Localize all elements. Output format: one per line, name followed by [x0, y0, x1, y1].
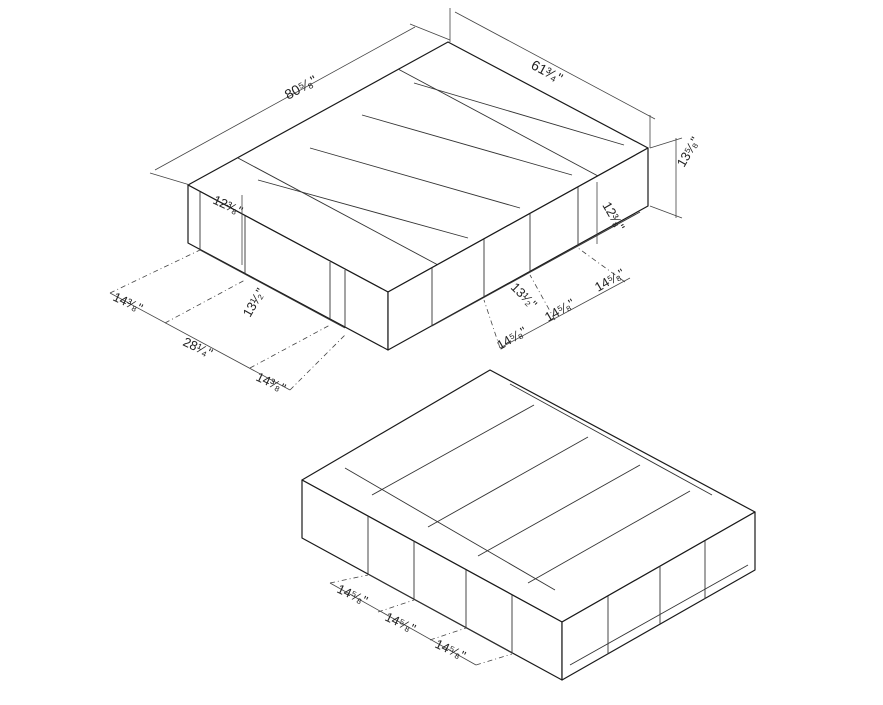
front-opening-3-label: 14⁵⁄₈" [592, 265, 628, 294]
front-opening-2-label: 14⁵⁄₈" [542, 295, 578, 324]
left-dash-2 [164, 279, 246, 324]
left-dash-1 [109, 249, 201, 294]
bottom-foot-strip [509, 383, 713, 496]
bottom-opening-1-label: 14⁵⁄₈" [335, 581, 371, 608]
bottom-dash-3 [429, 627, 467, 641]
right-dash-1 [483, 299, 501, 349]
left-dash-3 [249, 324, 331, 369]
front-opening-1-label: 14⁵⁄₈" [494, 323, 530, 352]
slat-seam-3 [361, 114, 573, 176]
length-dim-line [154, 26, 416, 171]
right-dash-3 [577, 247, 626, 283]
bottom-dash-4 [475, 653, 513, 666]
right-opening-dim [499, 277, 631, 349]
left-end-opening-a-label: 14³⁄₈" [111, 289, 146, 316]
slat-seam-2 [309, 147, 521, 209]
left-end-opening-b-label: 14³⁄₈" [254, 369, 289, 396]
bed-bottom-view [301, 369, 756, 681]
left-opening-dim [109, 292, 291, 391]
bottom-view-dimension-lines [329, 574, 513, 666]
bed-top-view [187, 41, 649, 351]
left-dash-4 [289, 334, 346, 391]
bottom-right-side-face [561, 511, 756, 681]
slat-seam-1 [257, 179, 469, 239]
head-strip [237, 157, 439, 266]
width-dim-line [454, 11, 656, 120]
height-ext-1 [649, 137, 683, 149]
right-dash-2 [529, 274, 556, 321]
left-middle-opening-label: 28¹⁄₄" [181, 334, 216, 361]
foot-strip [397, 68, 599, 177]
bottom-slat-seam-1 [371, 404, 535, 496]
slat-seam-4 [413, 82, 625, 146]
top-view-dimension-lines [109, 8, 683, 391]
length-ext-2 [409, 23, 451, 41]
bottom-dash-1 [329, 574, 369, 584]
bottom-opening-3-label: 14⁵⁄₈" [433, 636, 469, 663]
bottom-dash-2 [377, 599, 415, 613]
bottom-slat-seam-4 [527, 490, 691, 584]
bottom-cubby-back [367, 573, 513, 654]
length-ext-1 [149, 172, 191, 186]
bottom-slat-seam-2 [427, 436, 589, 528]
left-cubby-back [199, 249, 346, 329]
bottom-right-cubby-back [569, 564, 749, 666]
right-side-face [387, 147, 649, 351]
left-drawer-depth-label: 13¹⁄₂" [240, 285, 268, 319]
height-ext-2 [649, 205, 683, 219]
bottom-head-strip [344, 467, 556, 591]
bottom-opening-2-label: 14⁵⁄₈" [383, 609, 419, 636]
bottom-slat-seam-3 [477, 464, 641, 557]
right-cubby-back [431, 211, 641, 327]
bottom-opening-dim [329, 582, 477, 666]
overall-length-label: 80⁵⁄₈" [282, 72, 320, 103]
